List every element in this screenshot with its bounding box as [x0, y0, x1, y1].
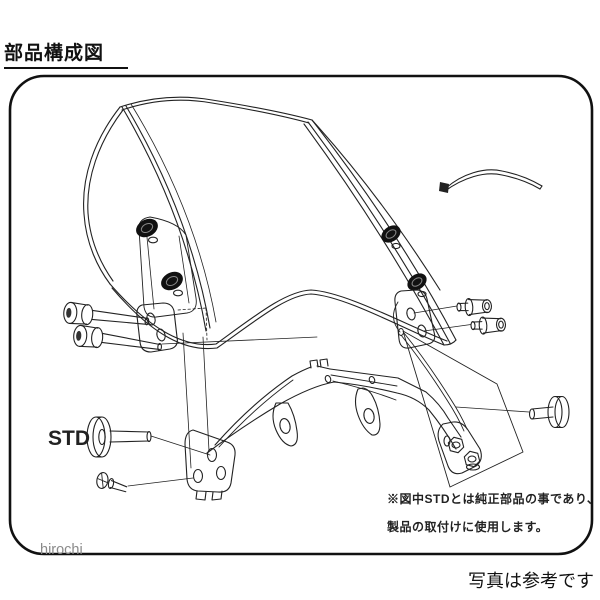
countersunk-screw — [96, 472, 128, 493]
flange-bolt-1 — [456, 298, 493, 317]
diagram-frame — [8, 74, 594, 556]
photo-caption: 写真は参考です — [468, 571, 594, 591]
left-screen-bracket — [136, 216, 197, 353]
socket-bolt-2 — [73, 324, 162, 352]
bracket-hole — [417, 324, 427, 338]
note-line-2: 製品の取付けに使用します。 — [386, 519, 548, 534]
hex-socket — [66, 307, 72, 318]
cable-tie — [439, 169, 543, 193]
hex-socket — [76, 330, 82, 341]
watermark: hirochi — [40, 542, 83, 558]
bracket-hole — [156, 328, 166, 342]
bracket-hole — [406, 307, 416, 321]
well-nut-2 — [161, 271, 184, 297]
stay-tab-hole — [279, 418, 291, 434]
bracket-hole — [146, 312, 156, 326]
cable-end-cap — [439, 182, 449, 193]
well-nut-4 — [407, 273, 427, 298]
riser-plate-outline — [398, 328, 524, 488]
socket-bolt-1 — [63, 301, 150, 326]
stay-hole — [368, 375, 376, 385]
leader-lines — [127, 305, 530, 487]
std-bolt — [86, 416, 152, 458]
hidden-outline-dotted — [177, 307, 208, 341]
note-line-1: ※図中STDとは純正部品の事であり、 — [387, 491, 599, 506]
page-title: 部品構成図 — [4, 38, 128, 69]
stay-hole — [324, 374, 332, 384]
main-stay-bracket — [184, 358, 482, 501]
stay-right-end — [437, 421, 482, 475]
hex-nut — [463, 450, 481, 468]
flange-bolt-2 — [470, 316, 507, 335]
stay-left-plate — [184, 429, 236, 501]
windscreen-crease — [121, 103, 217, 332]
well-nut-3 — [381, 225, 401, 250]
right-screen-bracket — [393, 289, 436, 349]
well-nut-1 — [136, 218, 159, 244]
long-bolt — [528, 395, 570, 429]
std-label: STD — [48, 427, 90, 450]
stay-tab-hole — [363, 408, 375, 424]
hex-nut — [447, 436, 465, 454]
